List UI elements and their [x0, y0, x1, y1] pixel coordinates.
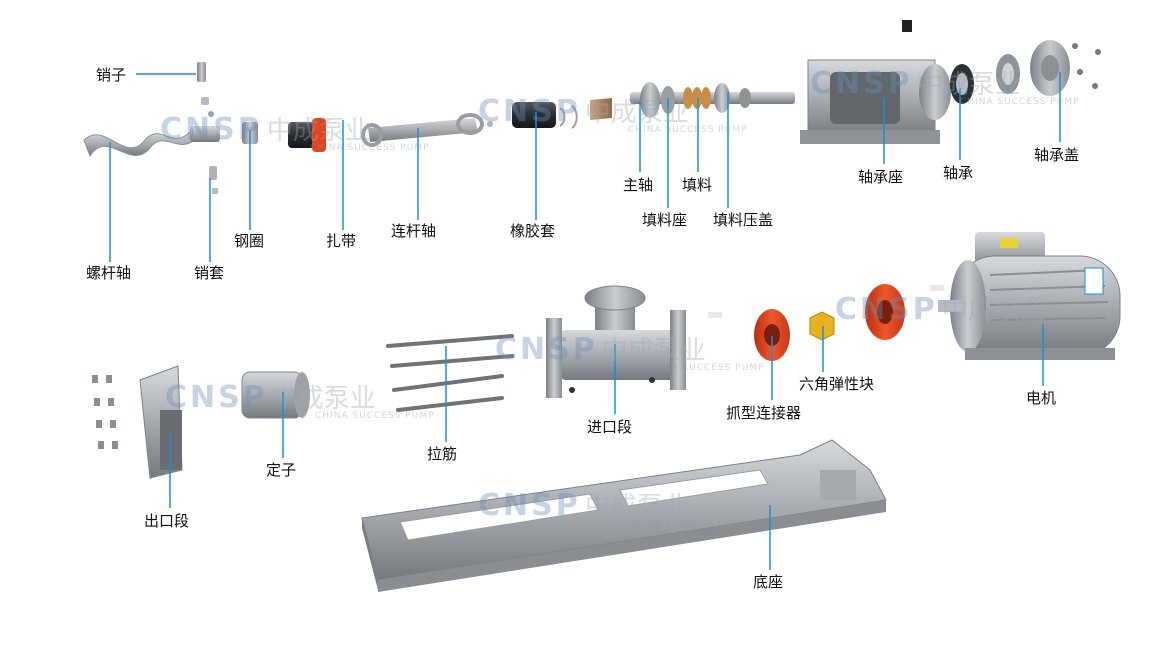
screw-rotor-part [83, 111, 220, 194]
label-screw-rotor: 螺杆轴 [86, 264, 132, 282]
stator-part [241, 371, 310, 419]
motor-part [938, 232, 1121, 360]
inlet-section-part [546, 285, 686, 398]
base-part [361, 439, 887, 592]
label-hex-elastic-block: 六角弹性块 [799, 375, 875, 393]
outlet-section-part [92, 365, 183, 479]
connecting-rod-part [361, 113, 493, 147]
label-tie-rod: 拉筋 [427, 445, 458, 463]
label-bearing: 轴承 [943, 164, 974, 182]
label-inlet-section: 进口段 [587, 418, 633, 436]
label-clamp-band: 扎带 [326, 232, 357, 250]
label-motor: 电机 [1026, 389, 1057, 407]
bearing-part [950, 54, 1020, 104]
label-claw-coupling: 抓型连接器 [726, 404, 802, 422]
bearing-housing-part [800, 20, 951, 144]
label-steel-ring: 钢圈 [234, 232, 265, 250]
label-packing: 填料 [682, 176, 713, 194]
hex-elastic-block-part [809, 311, 835, 341]
bearing-cover-part [1030, 40, 1101, 96]
label-outlet-section: 出口段 [144, 512, 190, 530]
rubber-sleeve-part [512, 98, 612, 129]
claw-coupling-part [708, 284, 944, 361]
leader-lines [109, 72, 1061, 570]
label-packing-seat: 填料座 [642, 211, 688, 229]
label-rubber-sleeve: 橡胶套 [510, 222, 556, 240]
pin-part [197, 62, 209, 105]
label-stator: 定子 [266, 461, 297, 479]
label-bearing-cover: 轴承盖 [1034, 146, 1080, 164]
main-shaft-part [630, 82, 795, 118]
label-bearing-housing: 轴承座 [858, 168, 904, 186]
label-pin-sleeve: 销套 [194, 264, 225, 282]
label-base: 底座 [753, 573, 784, 591]
label-pin: 销子 [96, 66, 127, 84]
clamp-band-part [288, 118, 326, 152]
label-packing-gland: 填料压盖 [713, 211, 774, 229]
label-connecting-rod: 连杆轴 [391, 222, 437, 240]
tie-rod-part [386, 334, 514, 412]
label-main-shaft: 主轴 [623, 176, 654, 194]
